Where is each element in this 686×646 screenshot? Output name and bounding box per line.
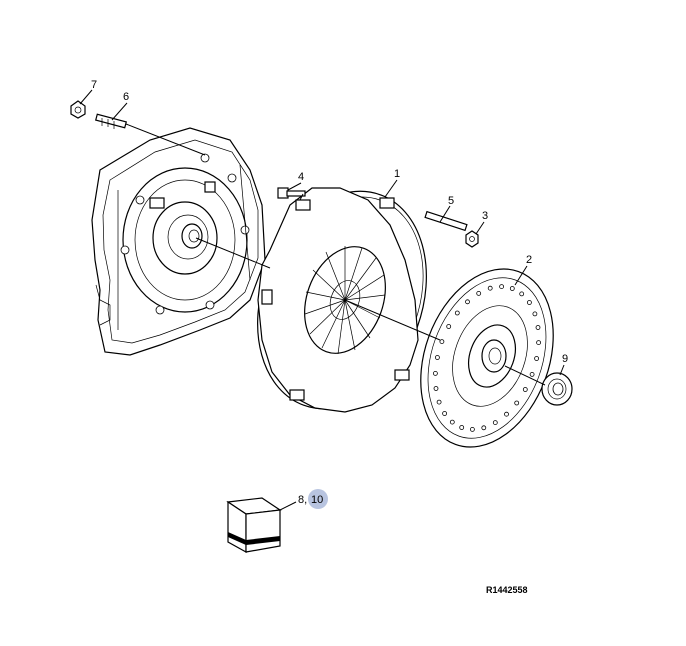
bolt-4 <box>277 187 306 199</box>
disc-hole <box>434 355 440 360</box>
callout-3: 3 <box>482 210 488 222</box>
clutch-disc <box>420 268 554 448</box>
seal-ring <box>541 372 573 406</box>
kit-label-prefix: 8, <box>298 494 307 506</box>
stud-6 <box>94 113 128 129</box>
callout-1: 1 <box>394 168 400 180</box>
disc-hole <box>527 300 532 305</box>
disc-hole <box>514 400 520 406</box>
disc-hole <box>476 290 482 296</box>
stud-5 <box>424 210 468 232</box>
disc-hole <box>499 284 505 290</box>
callout-4: 4 <box>298 171 304 183</box>
callout-2: 2 <box>526 254 532 266</box>
disc-hole <box>432 370 438 376</box>
kit-label-highlighted: 10 <box>311 494 323 506</box>
disc-hole <box>519 291 525 297</box>
disc-hole <box>504 411 509 417</box>
disc-hole <box>529 371 535 377</box>
disc-hole <box>509 286 515 291</box>
bell-housing <box>91 127 266 356</box>
nut-3 <box>465 230 479 248</box>
disc-hole <box>436 399 442 405</box>
callout-5: 5 <box>448 195 454 207</box>
disc-hole <box>465 299 470 305</box>
disc-hole <box>535 325 541 330</box>
disc-hole <box>532 311 538 317</box>
disc-hole <box>487 285 493 291</box>
disc-hole <box>442 411 448 416</box>
callouts: 7 6 4 1 5 3 2 9 <box>91 79 568 365</box>
disc-hole <box>449 419 455 425</box>
leader-lines <box>79 89 565 386</box>
disc-hole <box>522 387 528 392</box>
disc-hole <box>433 386 439 391</box>
disc-hole <box>469 426 475 432</box>
disc-hole <box>492 420 498 426</box>
disc-hole <box>536 340 541 346</box>
reference-number: R1442558 <box>486 585 528 595</box>
highlight-marker <box>308 489 328 509</box>
disc-hole <box>481 425 487 431</box>
callout-9: 9 <box>562 353 568 365</box>
disc-hole <box>439 339 445 345</box>
nut-7 <box>70 100 86 119</box>
disc-hole <box>459 425 465 430</box>
disc-hole <box>446 324 452 329</box>
disc-hole <box>454 310 460 316</box>
disc-hole <box>534 356 539 361</box>
callout-6: 6 <box>123 91 129 103</box>
kit-box-icon <box>226 497 297 554</box>
callout-7: 7 <box>91 79 97 91</box>
